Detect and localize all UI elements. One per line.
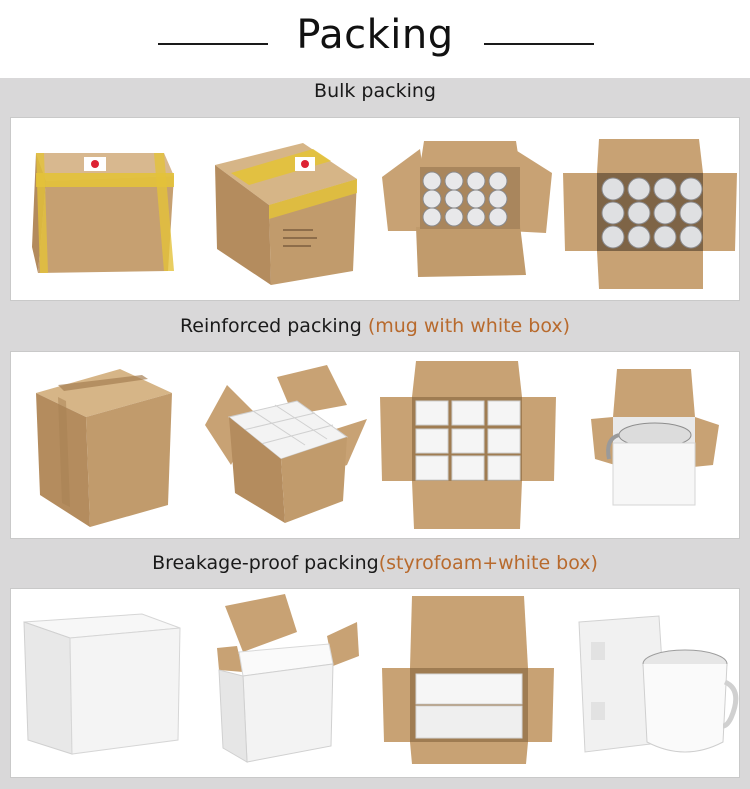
photo-sealed-carton-tape	[14, 121, 190, 297]
photo-open-carton-mugs	[380, 121, 556, 297]
section-breakage-proof-packing: Breakage-proof packing(styrofoam+white b…	[0, 550, 750, 789]
photo-white-box-open-styrofoam	[197, 592, 373, 774]
section-reinforced-packing: Reinforced packing (mug with white box)	[0, 313, 750, 550]
photo-white-box-with-mug	[563, 355, 739, 535]
title-rule-left	[158, 43, 268, 45]
photo-sealed-carton	[14, 355, 190, 535]
section-title: Reinforced packing (mug with white box)	[0, 315, 750, 337]
section-title: Bulk packing	[0, 80, 750, 102]
photo-open-carton-white-boxes	[197, 355, 373, 535]
photo-open-carton-top-white-boxes	[380, 355, 556, 535]
section-title-accent: (mug with white box)	[367, 315, 571, 337]
photo-styrofoam-and-mug	[563, 592, 739, 774]
photo-white-box-closed	[14, 592, 190, 774]
photo-strip	[10, 351, 740, 539]
section-title-text: Reinforced packing	[179, 315, 368, 337]
page-title: Packing	[296, 12, 454, 58]
photo-open-carton-top	[563, 121, 739, 297]
photo-sealed-carton-side	[197, 121, 373, 297]
section-title-text: Breakage-proof packing	[152, 552, 379, 574]
section-title-accent: (styrofoam+white box)	[378, 552, 598, 574]
photo-carton-styrofoam	[380, 592, 556, 774]
photo-strip	[10, 117, 740, 301]
section-title-text: Bulk packing	[314, 80, 436, 102]
section-title: Breakage-proof packing(styrofoam+white b…	[0, 552, 750, 574]
section-bulk-packing: Bulk packing	[0, 78, 750, 313]
title-rule-right	[484, 43, 594, 45]
page-header: Packing	[0, 0, 750, 78]
photo-strip	[10, 588, 740, 778]
